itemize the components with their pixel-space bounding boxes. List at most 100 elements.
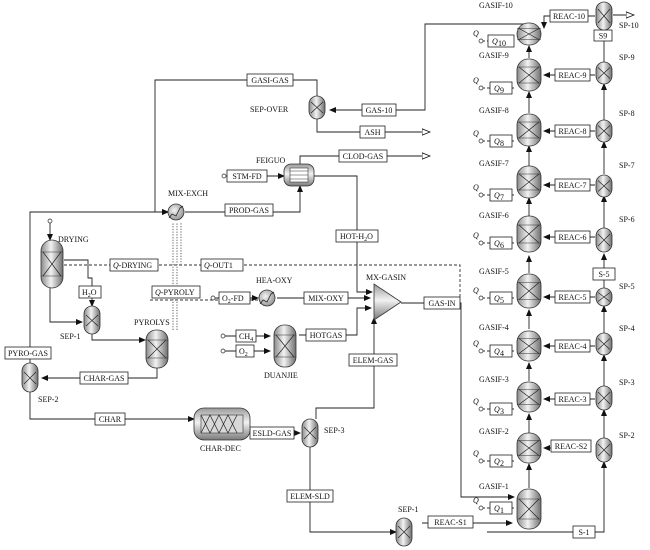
- duanjie-reactor: [273, 324, 297, 368]
- svg-text:Q: Q: [494, 405, 500, 414]
- gasifier-1: [516, 488, 542, 530]
- svg-text:Q: Q: [494, 347, 500, 356]
- svg-text:Q: Q: [473, 496, 479, 505]
- svg-text:1: 1: [500, 506, 504, 515]
- s1-stream: [487, 461, 607, 533]
- o2-label: O2: [239, 347, 248, 358]
- svg-text:Q: Q: [473, 286, 479, 295]
- svg-text:2: 2: [500, 459, 504, 468]
- sep-1-separator: [83, 305, 101, 335]
- gasif-2-label: GASIF-2: [479, 427, 509, 436]
- sep-3-label: SEP-3: [324, 426, 344, 435]
- gasifier-6: [516, 215, 542, 253]
- gasif-8-label: GASIF-8: [479, 106, 509, 115]
- sp-10-label: SP-10: [619, 21, 639, 30]
- sp-7-label: SP-7: [619, 161, 635, 170]
- reac-4-label: REAC-4: [559, 342, 587, 351]
- splitter-2: [595, 437, 613, 463]
- sep-2-label: SEP-2: [38, 395, 58, 404]
- clod-gas-label: CLOD-GAS: [343, 152, 383, 161]
- svg-text:4: 4: [500, 349, 504, 358]
- splitter-column: SP-2SP-3SP-4SP-5SP-6SP-7SP-8SP-9SP-10: [595, 1, 639, 463]
- q-drying-label: Q-DRYING: [113, 261, 152, 270]
- sp-8-label: SP-8: [619, 109, 635, 118]
- reac-5-label: REAC-5: [559, 293, 587, 302]
- reac-8-label: REAC-8: [559, 127, 587, 136]
- sp-6-label: SP-6: [619, 215, 635, 224]
- svg-text:Q: Q: [494, 137, 500, 146]
- svg-text:Q: Q: [473, 339, 479, 348]
- ch4-label: CH4: [239, 332, 253, 343]
- gasifier-5: [516, 273, 542, 309]
- reac-10-label: REAC-10: [553, 12, 585, 21]
- sp-5-label: SP-5: [619, 282, 635, 291]
- svg-text:Q: Q: [494, 191, 500, 200]
- gas-in-label: GAS-IN: [428, 299, 455, 308]
- svg-text:Q: Q: [473, 183, 479, 192]
- gasif-6-label: GASIF-6: [479, 211, 509, 220]
- reac-7-label: REAC-7: [559, 181, 587, 190]
- gas-10-label: GAS-10: [366, 106, 393, 115]
- gasi-gas-label: GASI-GAS: [251, 76, 288, 85]
- splitter-8: [595, 119, 613, 143]
- gasif-10-label: GASIF-10: [479, 1, 513, 10]
- char-dec-reactor: [193, 407, 251, 441]
- svg-text:9: 9: [500, 86, 504, 95]
- gasifier-column: GASIF-1GASIF-2GASIF-3GASIF-4GASIF-5GASIF…: [479, 1, 542, 530]
- elem-gas-label: ELEM-GAS: [353, 356, 393, 365]
- sep-1-bottom-separator: [395, 517, 413, 547]
- sep-3-separator: [301, 418, 319, 448]
- reac-3-label: REAC-3: [559, 395, 587, 404]
- q-pyroly-label: Q-PYROLY: [155, 288, 195, 297]
- ash-label: ASH: [364, 128, 380, 137]
- hot-h2o-label: HOT-H2O: [340, 232, 373, 243]
- gasifier-9: [516, 58, 542, 92]
- pyrolys-reactor: [145, 329, 169, 369]
- s-5-label: S-5: [598, 270, 609, 279]
- hea-oxy-label: HEA-OXY: [256, 276, 293, 285]
- gasif-3-label: GASIF-3: [479, 375, 509, 384]
- char-label: CHAR: [99, 415, 122, 424]
- o2-fd-label: O2-FD: [222, 294, 244, 305]
- pyrolys-label: PYROLYS: [134, 318, 170, 327]
- svg-text:Q: Q: [473, 397, 479, 406]
- hotgas-label: HOTGAS: [310, 331, 342, 340]
- mix-exch-label: MIX-EXCH: [168, 189, 208, 198]
- prod-gas-label: PROD-GAS: [229, 206, 269, 215]
- feiguo-label: FEIGUO: [256, 156, 286, 165]
- gasifier-3: [516, 381, 542, 413]
- svg-text:Q: Q: [473, 29, 479, 38]
- splitter-9: [595, 61, 613, 85]
- svg-text:Q: Q: [494, 294, 500, 303]
- reac-6-label: REAC-6: [559, 233, 587, 242]
- reac-s1-label: REAC-S1: [434, 518, 466, 527]
- sep-over-label: SEP-OVER: [250, 105, 289, 114]
- svg-text:Q: Q: [473, 76, 479, 85]
- s-1-label: S-1: [578, 528, 589, 537]
- splitter-4: [595, 332, 613, 356]
- splitter-3: [595, 385, 613, 411]
- duanjie-label: DUANJIE: [264, 371, 298, 380]
- svg-text:Q: Q: [473, 231, 479, 240]
- char-gas-label: CHAR-GAS: [84, 374, 125, 383]
- gasif-7-label: GASIF-7: [479, 159, 509, 168]
- splitter-5: [595, 287, 613, 307]
- s9-label: S9: [599, 32, 607, 41]
- svg-text:Q: Q: [494, 84, 500, 93]
- pyro-gas-label: PYRO-GAS: [8, 349, 48, 358]
- svg-text:5: 5: [500, 296, 504, 305]
- svg-text:10: 10: [498, 39, 506, 48]
- heat-sources: Q Q Q Q Q Q Q Q Q Q: [473, 29, 484, 511]
- svg-text:Q: Q: [494, 239, 500, 248]
- sep-2-separator: [21, 362, 39, 393]
- gasifier-4: [516, 330, 542, 362]
- svg-text:7: 7: [500, 193, 504, 202]
- gasif-4-label: GASIF-4: [479, 323, 509, 332]
- gasif-9-label: GASIF-9: [479, 51, 509, 60]
- svg-text:Q: Q: [494, 504, 500, 513]
- sep-over-separator: [308, 95, 326, 120]
- reac-s2-label: REAC-S2: [555, 442, 587, 451]
- svg-text:Q: Q: [494, 457, 500, 466]
